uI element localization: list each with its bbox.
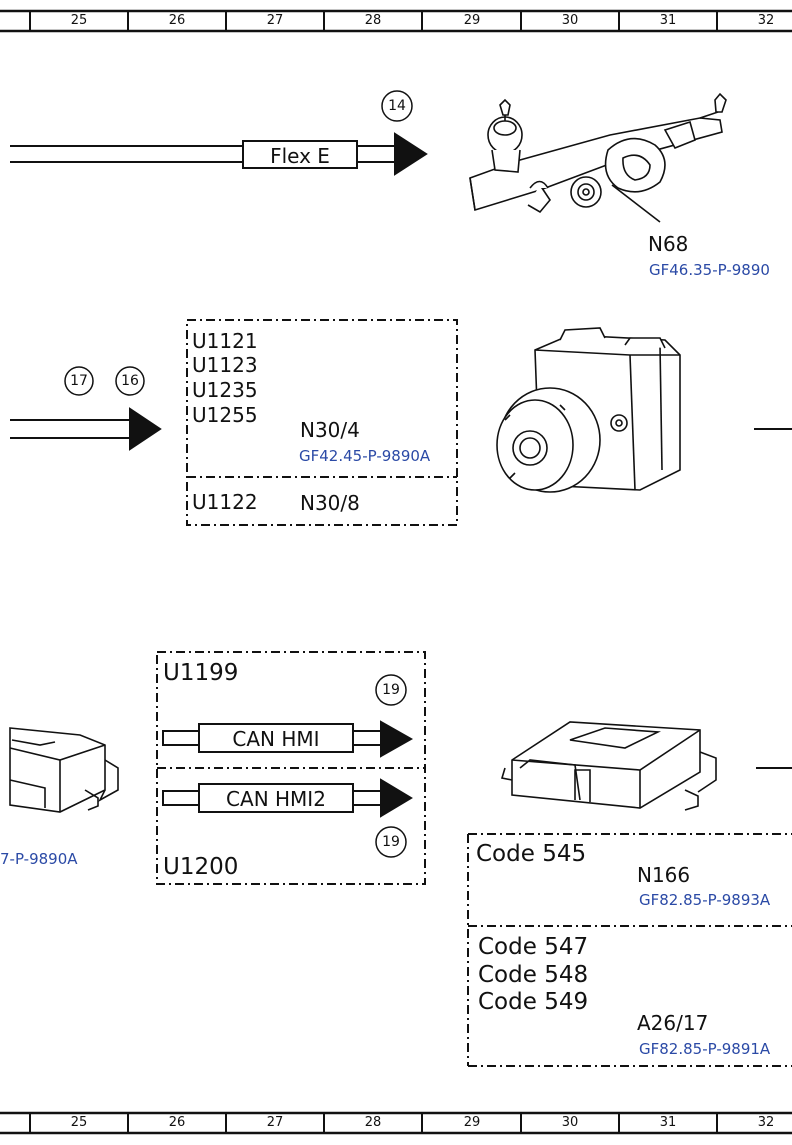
component-id-n30-4: N30/4 bbox=[300, 418, 360, 442]
can-hmi-box bbox=[156, 651, 426, 885]
bottom-ruler bbox=[0, 1111, 792, 1135]
fault-code-u1123: U1123 bbox=[192, 353, 258, 377]
hydraulic-unit-icon bbox=[496, 327, 681, 493]
option-code-547: Code 547 bbox=[478, 934, 589, 960]
can-hmi-bus-label: CAN HMI bbox=[232, 727, 320, 751]
component-id-n166: N166 bbox=[637, 863, 691, 887]
ruler-col-27: 27 bbox=[266, 13, 284, 28]
reference-link-n166[interactable]: GF82.85-P-9893A bbox=[639, 891, 771, 909]
connector-marker-17-label: 17 bbox=[70, 373, 88, 389]
ruler-col-31: 31 bbox=[659, 13, 677, 28]
ruler-col-26: 26 bbox=[168, 1115, 186, 1130]
ruler-col-32: 32 bbox=[757, 13, 775, 28]
flex-e-bus-label: Flex E bbox=[270, 144, 330, 168]
connector-marker-19-top-label: 19 bbox=[382, 682, 400, 698]
connector-marker-14 bbox=[381, 90, 413, 122]
steering-rack-icon bbox=[469, 92, 727, 223]
component-id-a26-17: A26/17 bbox=[637, 1011, 709, 1035]
connector-marker-16 bbox=[115, 366, 145, 396]
ruler-col-28: 28 bbox=[364, 13, 382, 28]
flex-e-bus-line bbox=[10, 132, 428, 176]
connector-marker-19-bottom-label: 19 bbox=[382, 834, 400, 850]
ruler-col-26: 26 bbox=[168, 13, 186, 28]
reference-link-n30-4[interactable]: GF42.45-P-9890A bbox=[299, 447, 431, 465]
fault-code-u1235: U1235 bbox=[192, 378, 258, 402]
fault-code-box-n30-4 bbox=[186, 319, 458, 526]
fault-code-u1121: U1121 bbox=[192, 329, 258, 353]
connector-marker-16-label: 16 bbox=[121, 373, 139, 389]
connector-marker-14-label: 14 bbox=[388, 98, 406, 114]
option-code-545: Code 545 bbox=[476, 841, 587, 867]
reference-link-n68[interactable]: GF46.35-P-9890 bbox=[649, 261, 770, 279]
option-code-548: Code 548 bbox=[478, 962, 589, 988]
top-ruler bbox=[0, 9, 792, 33]
component-id-n68: N68 bbox=[648, 232, 689, 256]
fault-code-u1255: U1255 bbox=[192, 403, 258, 427]
fault-code-u1200: U1200 bbox=[163, 854, 239, 880]
right-control-unit-icon bbox=[500, 721, 717, 811]
can-hmi2-bus-label: CAN HMI2 bbox=[226, 787, 326, 811]
ruler-col-31: 31 bbox=[659, 1115, 677, 1130]
fault-code-u1122: U1122 bbox=[192, 490, 258, 514]
ruler-col-30: 30 bbox=[561, 13, 579, 28]
ruler-col-29: 29 bbox=[463, 13, 481, 28]
connector-marker-17 bbox=[64, 366, 94, 396]
ruler-col-28: 28 bbox=[364, 1115, 382, 1130]
option-code-549: Code 549 bbox=[478, 989, 589, 1015]
fault-code-u1199: U1199 bbox=[163, 660, 239, 686]
ruler-col-29: 29 bbox=[463, 1115, 481, 1130]
connector-marker-19-bottom bbox=[375, 826, 407, 858]
ruler-col-30: 30 bbox=[561, 1115, 579, 1130]
reference-link-left-module[interactable]: 7-P-9890A bbox=[0, 850, 78, 868]
code-option-box bbox=[467, 833, 792, 1067]
ruler-col-25: 25 bbox=[70, 1115, 88, 1130]
can-hmi2-bus bbox=[162, 778, 413, 818]
ruler-col-25: 25 bbox=[70, 13, 88, 28]
connector-marker-19-top bbox=[375, 674, 407, 706]
bus-line-row2 bbox=[10, 407, 162, 451]
can-hmi-bus bbox=[162, 720, 414, 758]
ruler-col-32: 32 bbox=[757, 1115, 775, 1130]
reference-link-a26-17[interactable]: GF82.85-P-9891A bbox=[639, 1040, 771, 1058]
ruler-col-27: 27 bbox=[266, 1115, 284, 1130]
left-control-unit-icon bbox=[9, 727, 119, 813]
component-id-n30-8: N30/8 bbox=[300, 491, 360, 515]
